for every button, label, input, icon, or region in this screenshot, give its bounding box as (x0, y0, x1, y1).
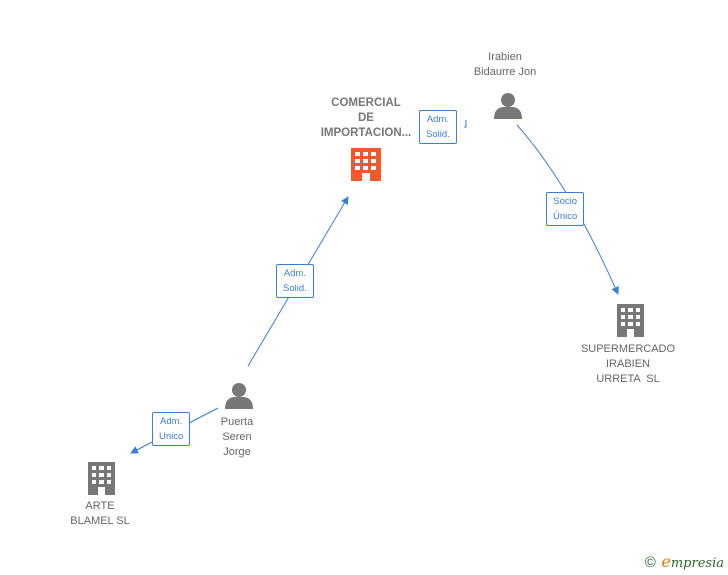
edge-label-line: Socio (553, 196, 578, 207)
node-label-line: COMERCIAL (331, 97, 401, 109)
edge-label-line: Unico (159, 431, 184, 442)
edge-irabien-comercial (464, 120, 467, 128)
node-label-line: Jorge (223, 446, 251, 458)
node-label-arte[interactable]: ARTE BLAMEL SL (55, 499, 145, 529)
edge-label-line: Único (553, 211, 578, 222)
edge-label-line: Adm. (160, 416, 183, 427)
edge-label-line: Solid. (283, 283, 307, 294)
copyright-icon: © (644, 554, 656, 571)
brand-name: empresia (661, 552, 724, 571)
node-label-line: Irabien (488, 51, 522, 63)
node-label-line: IMPORTACION... (320, 127, 412, 139)
person-icon-irabien[interactable] (494, 93, 522, 119)
edge-label-irabien-supermercado: Socio Único (546, 192, 585, 226)
node-label-line: SUPERMERCADO (580, 343, 676, 355)
node-label-line: ARTE (85, 500, 115, 512)
node-label-line: DE (358, 112, 374, 124)
edge-label-line: Solid. (426, 129, 450, 140)
node-label-irabien[interactable]: Irabien Bidaurre Jon (455, 50, 555, 80)
brand-initial: e (661, 552, 671, 571)
edge-label-puerta-comercial: Adm. Solid. (276, 264, 314, 298)
empresia-logo[interactable]: © empresia (645, 552, 724, 571)
brand-name-rest: mpresia (670, 556, 724, 571)
building-icon-comercial[interactable] (351, 148, 381, 181)
node-label-line: Bidaurre Jon (473, 66, 537, 78)
node-label-line: Seren (222, 431, 252, 443)
node-label-comercial[interactable]: COMERCIAL DE IMPORTACION... (306, 96, 426, 141)
node-label-line: Puerta (220, 416, 254, 428)
node-label-puerta[interactable]: Puerta Seren Jorge (207, 415, 267, 460)
node-label-supermercado[interactable]: SUPERMERCADO IRABIEN URRETA SL (573, 342, 683, 387)
node-label-line: BLAMEL SL (70, 515, 130, 527)
edge-label-line: Adm. (426, 114, 449, 125)
node-label-line: URRETA SL (596, 373, 660, 385)
edge-label-puerta-arte: Adm. Unico (152, 412, 191, 446)
building-icon-supermercado[interactable] (617, 304, 644, 337)
edge-label-irabien-comercial: Adm. Solid. (419, 110, 457, 144)
node-label-line: IRABIEN (605, 358, 650, 370)
edge-label-line: Adm. (283, 268, 306, 279)
building-icon-arte[interactable] (88, 462, 115, 495)
person-icon-puerta[interactable] (225, 383, 253, 409)
